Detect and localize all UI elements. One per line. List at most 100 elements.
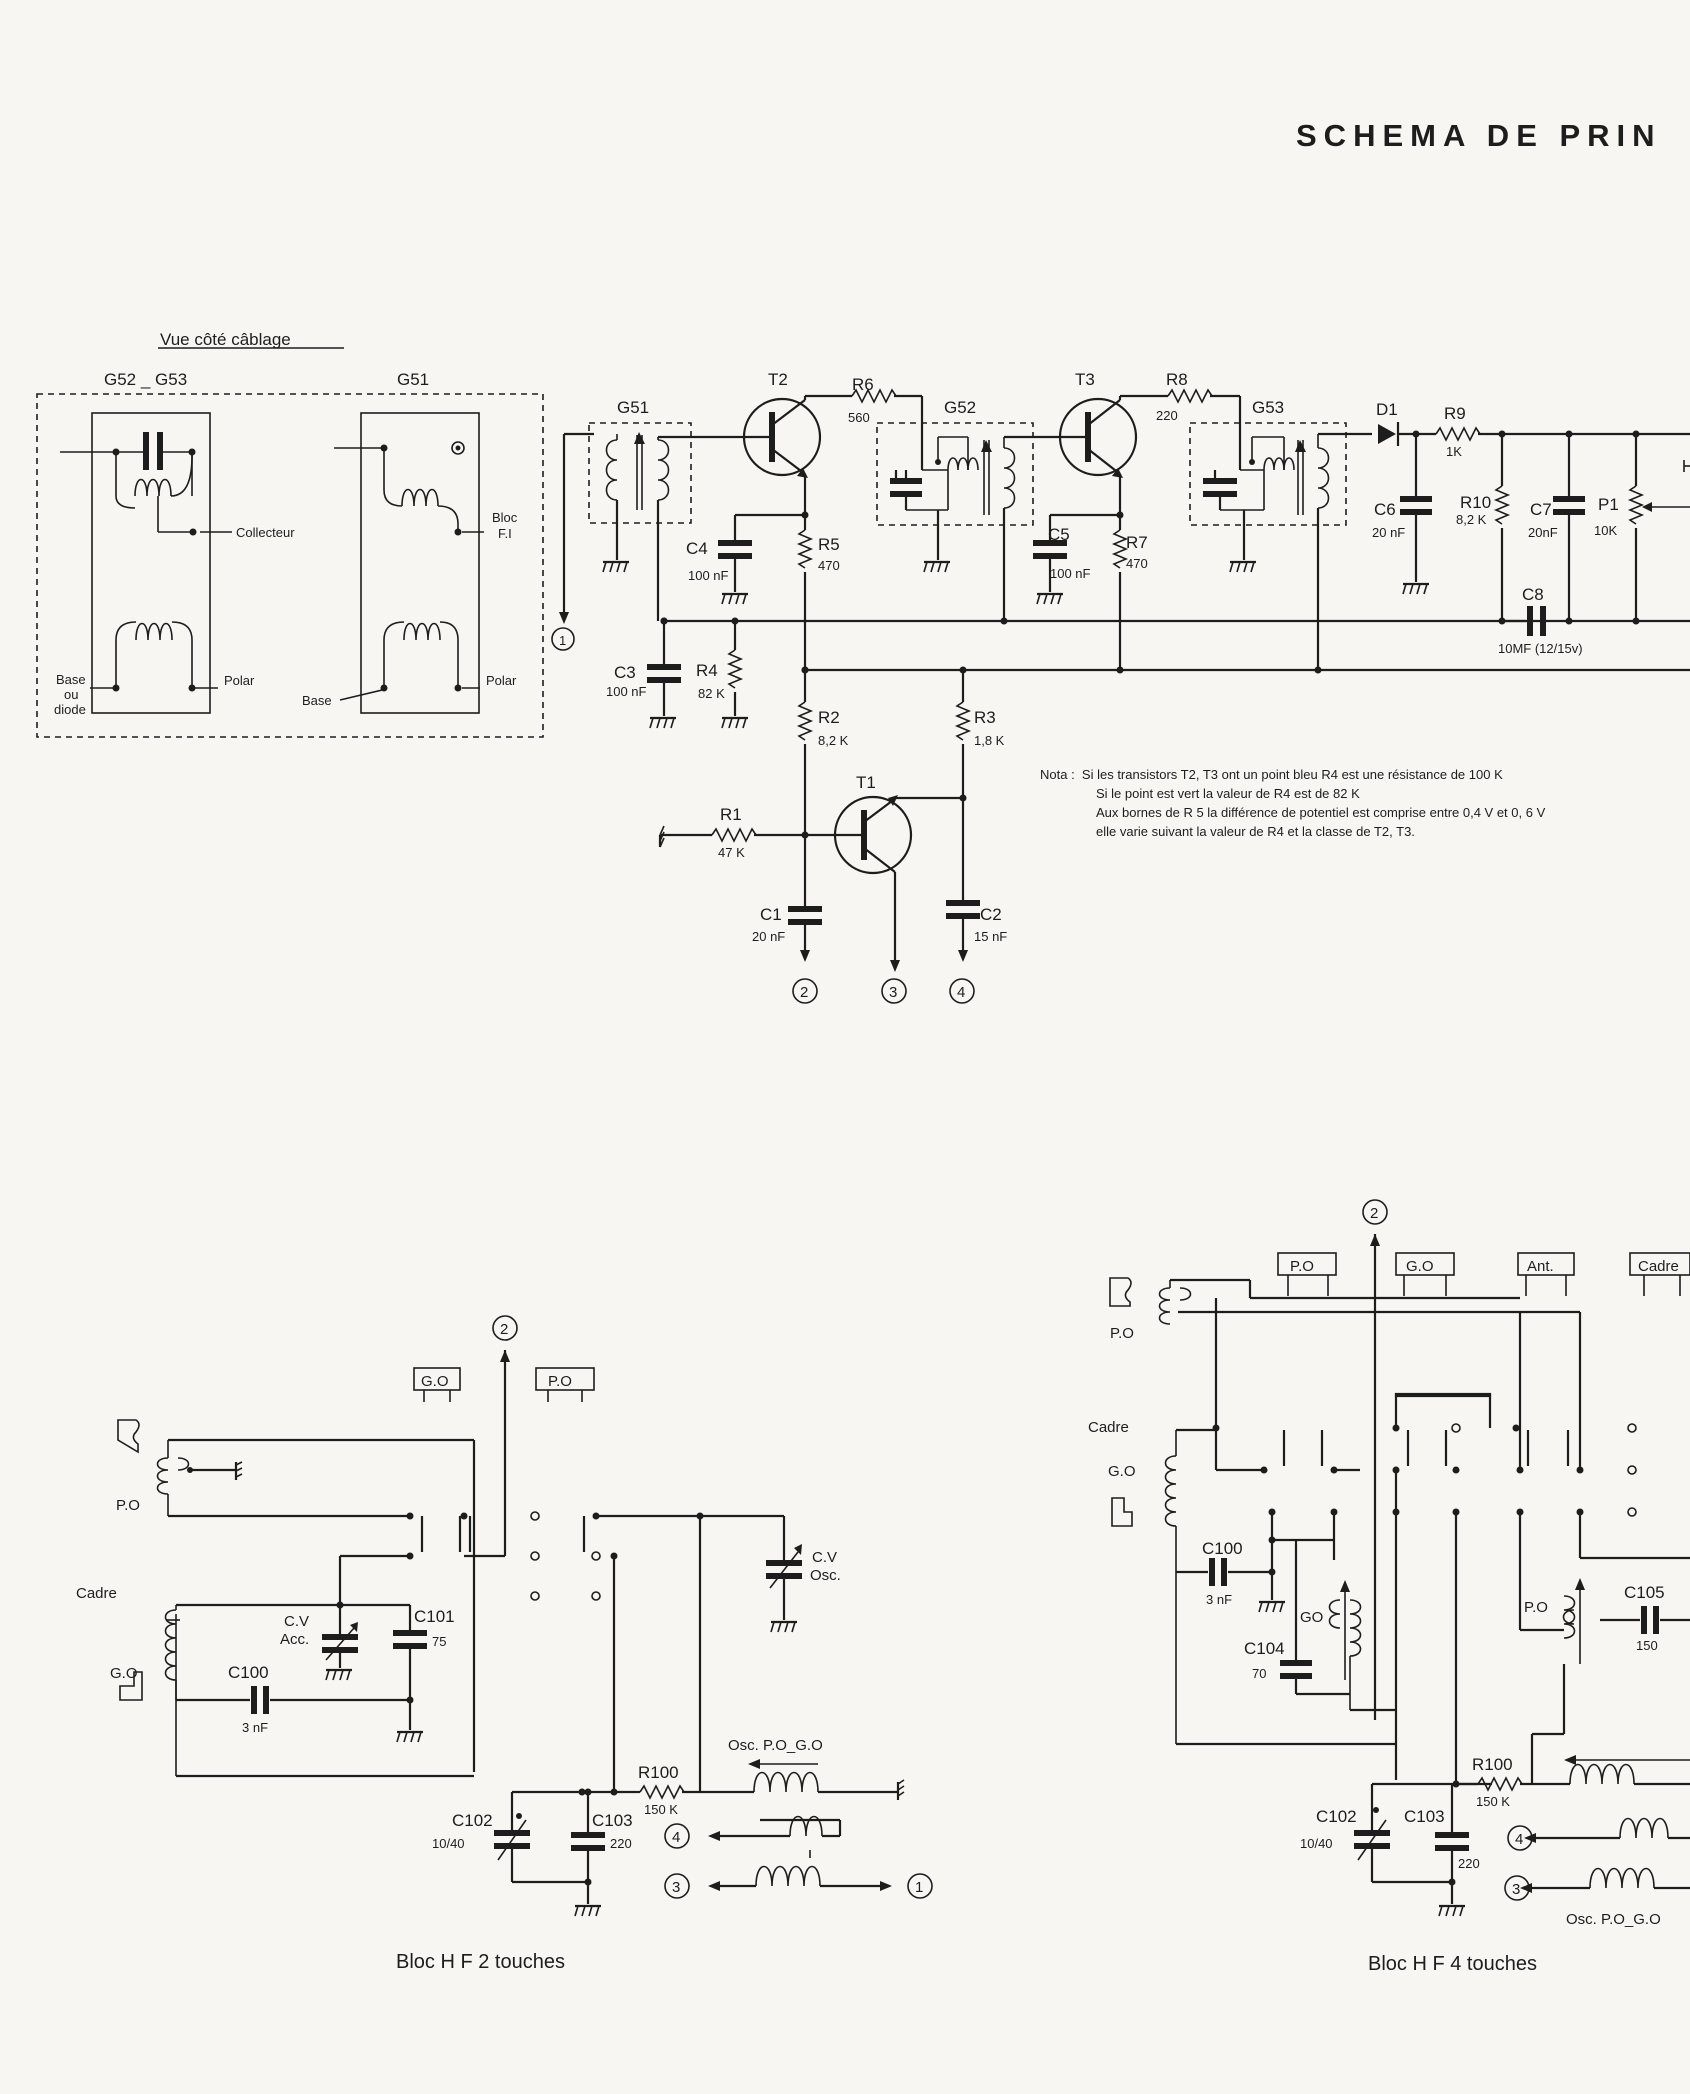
r10-label: R10 bbox=[1460, 493, 1491, 512]
bloc4-connector-3: 3 bbox=[1512, 1881, 1520, 1898]
bloc4-key-po[interactable]: P.O bbox=[1290, 1258, 1314, 1275]
bloc4-c104-value: 70 bbox=[1252, 1666, 1266, 1681]
resistor-r6 bbox=[851, 388, 897, 404]
resistor-r4 bbox=[726, 649, 744, 689]
bloc4-key-go[interactable]: G.O bbox=[1406, 1258, 1434, 1275]
g51-module bbox=[360, 412, 480, 714]
resistor-r1 bbox=[711, 827, 757, 843]
nota-text-1: Si les transistors T2, T3 ont un point b… bbox=[1081, 767, 1503, 782]
potentiometer-p1 bbox=[1627, 485, 1645, 525]
d1-label: D1 bbox=[1376, 400, 1398, 419]
bloc4-c102-value: 10/40 bbox=[1300, 1836, 1333, 1851]
bloc4-cadre-label: Cadre bbox=[1088, 1419, 1129, 1436]
bloc2-key-go[interactable]: G.O bbox=[421, 1373, 449, 1390]
connector-1-top: 1 bbox=[559, 633, 566, 648]
polar-label-right: Polar bbox=[486, 673, 517, 688]
c7-value: 20nF bbox=[1528, 525, 1558, 540]
g52-g53-label: G52 _ G53 bbox=[104, 370, 187, 389]
r8-value: 220 bbox=[1156, 408, 1178, 423]
r3-value: 1,8 K bbox=[974, 733, 1005, 748]
g51-label-wiring: G51 bbox=[397, 370, 429, 389]
t1-label: T1 bbox=[856, 773, 876, 792]
bloc4-go-label: G.O bbox=[1108, 1463, 1136, 1480]
bloc2-resistor-r100 bbox=[639, 1784, 685, 1800]
connector-3-main: 3 bbox=[889, 984, 897, 1001]
g52-transformer bbox=[876, 422, 1034, 526]
bloc2-key-po[interactable]: P.O bbox=[548, 1373, 572, 1390]
bloc2-c103-value: 220 bbox=[610, 1836, 632, 1851]
collector-label: Collecteur bbox=[236, 525, 295, 540]
bloc2-po-label: P.O bbox=[116, 1497, 140, 1514]
base-label-right: Base bbox=[302, 693, 332, 708]
polar-label-left: Polar bbox=[224, 673, 255, 688]
bloc2-caption: Bloc H F 2 touches bbox=[396, 1951, 565, 1973]
g52-g53-module bbox=[91, 412, 211, 714]
c5-value: 100 nF bbox=[1050, 566, 1091, 581]
t3-label: T3 bbox=[1075, 370, 1095, 389]
bloc-hf-4: 2 P.O G.O Ant. Cadre P.O bbox=[1088, 1199, 1690, 1928]
nota-line-3: Aux bornes de R 5 la différence de poten… bbox=[1096, 805, 1546, 820]
r9-label: R9 bbox=[1444, 404, 1466, 423]
resistor-r7 bbox=[1111, 529, 1129, 569]
c2-label: C2 bbox=[980, 905, 1002, 924]
g53-label: G53 bbox=[1252, 398, 1284, 417]
c1-value: 20 nF bbox=[752, 929, 785, 944]
bloc4-key-cadre[interactable]: Cadre bbox=[1638, 1258, 1679, 1275]
r2-label: R2 bbox=[818, 708, 840, 727]
c6-value: 20 nF bbox=[1372, 525, 1405, 540]
if-amplifier: 1 G51 T2 R6 bbox=[551, 370, 1690, 1004]
c4-value: 100 nF bbox=[688, 568, 729, 583]
bloc2-c103-label: C103 bbox=[592, 1811, 633, 1830]
nota-line-4: elle varie suivant la valeur de R4 et la… bbox=[1096, 824, 1415, 839]
r9-value: 1K bbox=[1446, 444, 1462, 459]
c1-label: C1 bbox=[760, 905, 782, 924]
nota-line-1: Nota : Si les transistors T2, T3 ont un … bbox=[1040, 765, 1545, 784]
bloc4-go-coil-label: GO bbox=[1300, 1609, 1323, 1626]
g52-label: G52 bbox=[944, 398, 976, 417]
bloc4-c102-label: C102 bbox=[1316, 1807, 1357, 1826]
r1-label: R1 bbox=[720, 805, 742, 824]
bloc2-r100-value: 150 K bbox=[644, 1802, 678, 1817]
bloc4-connector-2: 2 bbox=[1370, 1205, 1378, 1222]
page-title: SCHEMA DE PRIN bbox=[1296, 118, 1662, 153]
bloc4-key-ant[interactable]: Ant. bbox=[1527, 1258, 1554, 1275]
r4-label: R4 bbox=[696, 661, 718, 680]
wiring-view-heading: Vue côté câblage bbox=[160, 330, 291, 349]
p1-value: 10K bbox=[1594, 523, 1617, 538]
c7-label: C7 bbox=[1530, 500, 1552, 519]
r6-value: 560 bbox=[848, 410, 870, 425]
transistor-t1 bbox=[833, 795, 913, 875]
r5-value: 470 bbox=[818, 558, 840, 573]
bloc2-c100-label: C100 bbox=[228, 1663, 269, 1682]
r1-value: 47 K bbox=[718, 845, 745, 860]
nota-label: Nota : bbox=[1040, 767, 1075, 782]
t2-label: T2 bbox=[768, 370, 788, 389]
r7-value: 470 bbox=[1126, 556, 1148, 571]
bloc4-r100-value: 150 K bbox=[1476, 1794, 1510, 1809]
bloc4-c104-label: C104 bbox=[1244, 1639, 1285, 1658]
c6-label: C6 bbox=[1374, 500, 1396, 519]
bloc4-c105-label: C105 bbox=[1624, 1583, 1665, 1602]
resistor-r8 bbox=[1167, 388, 1213, 404]
bloc2-connector-4: 4 bbox=[672, 1829, 680, 1846]
bloc-hf-2: 2 G.O P.O P.O bbox=[76, 1315, 933, 1918]
bloc2-connector-1: 1 bbox=[915, 1879, 923, 1896]
c8-label: C8 bbox=[1522, 585, 1544, 604]
bloc2-go-label: G.O bbox=[110, 1665, 138, 1682]
bloc4-c103-value: 220 bbox=[1458, 1856, 1480, 1871]
resistor-r10 bbox=[1493, 485, 1511, 525]
c2-value: 15 nF bbox=[974, 929, 1007, 944]
c3-label: C3 bbox=[614, 663, 636, 682]
wiring-view-frame bbox=[36, 393, 544, 738]
bloc4-c100-label: C100 bbox=[1202, 1539, 1243, 1558]
r8-label: R8 bbox=[1166, 370, 1188, 389]
bloc2-c101-label: C101 bbox=[414, 1607, 455, 1626]
r10-value: 8,2 K bbox=[1456, 512, 1487, 527]
resistor-r2 bbox=[796, 701, 814, 741]
r2-value: 8,2 K bbox=[818, 733, 849, 748]
r3-label: R3 bbox=[974, 708, 996, 727]
